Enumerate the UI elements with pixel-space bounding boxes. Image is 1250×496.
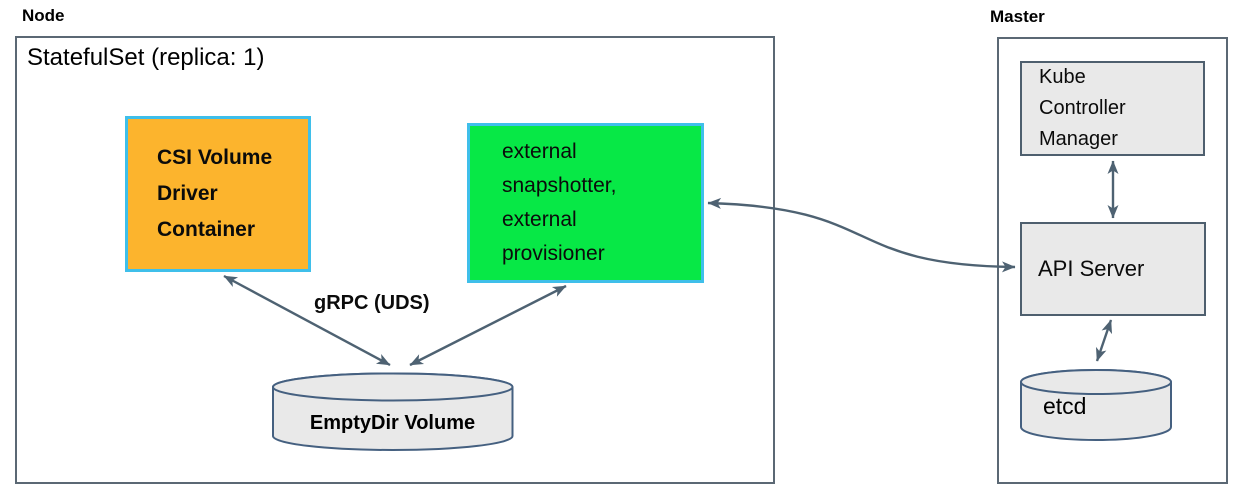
kube-controller-manager-box: Kube Controller Manager bbox=[1020, 61, 1205, 156]
external-sidecars-box: external snapshotter, external provision… bbox=[467, 123, 704, 283]
api-server-box: API Server bbox=[1020, 222, 1206, 316]
emptydir-volume-label: EmptyDir Volume bbox=[309, 412, 476, 434]
csi-volume-driver-box: CSI Volume Driver Container bbox=[125, 116, 311, 272]
grpc-uds-label: gRPC (UDS) bbox=[314, 292, 430, 314]
master-region-title: Master bbox=[990, 7, 1045, 26]
node-region-title: Node bbox=[22, 6, 65, 25]
statefulset-label: StatefulSet (replica: 1) bbox=[27, 44, 265, 71]
etcd-label: etcd bbox=[1043, 393, 1087, 419]
